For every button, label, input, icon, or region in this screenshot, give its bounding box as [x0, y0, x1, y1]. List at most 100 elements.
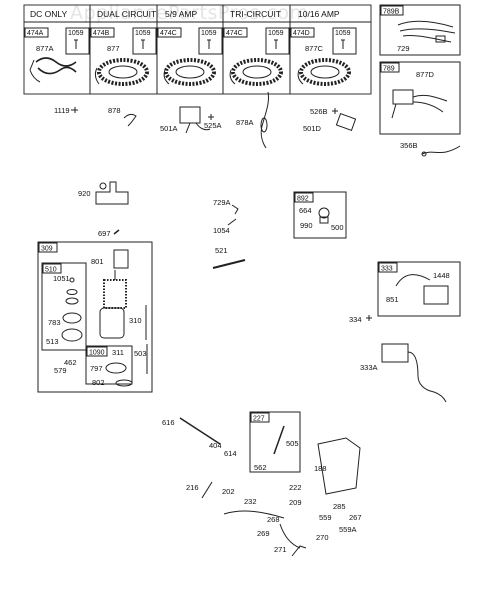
box-789-tab	[380, 62, 400, 73]
box-474C-b	[223, 27, 248, 38]
clip-icon-1051	[69, 277, 75, 283]
coil-icon-333	[423, 285, 449, 305]
solenoid-icon-920	[95, 181, 129, 205]
spring-icon-271	[291, 545, 307, 557]
box-789B	[379, 4, 461, 56]
box-227-tab	[250, 412, 270, 423]
link-icon-269	[279, 523, 301, 549]
terminal-icon-356B	[421, 151, 427, 157]
label-500: 500	[331, 223, 344, 232]
box-474A	[24, 27, 49, 38]
label-209: 209	[289, 498, 302, 507]
label-1090: 1090	[89, 350, 105, 357]
bracket-icon-188	[317, 437, 361, 495]
label-474C-b: 474C	[226, 30, 243, 37]
title-tri-circuit: TRI-CIRCUIT	[230, 9, 281, 19]
box-789-group: 789 877D	[379, 61, 461, 135]
box-789B-tab	[380, 5, 404, 16]
label-310: 310	[129, 316, 142, 325]
box-789	[379, 61, 461, 135]
label-188: 188	[314, 464, 327, 473]
wire-icon-356B	[421, 145, 461, 155]
lever-icon-227	[273, 425, 285, 455]
lead-wire-icon-a	[29, 59, 41, 83]
tie-icon-1054	[227, 218, 237, 226]
label-474B: 474B	[93, 30, 110, 37]
box-1090	[85, 345, 133, 385]
clip-icon-729A	[231, 204, 239, 215]
label-311: 311	[112, 348, 124, 357]
label-333A: 333A	[360, 363, 378, 372]
box-474C-a	[157, 27, 182, 38]
label-990: 990	[300, 221, 313, 230]
connector-icon-789B	[435, 35, 446, 43]
box-892-tab	[294, 192, 314, 203]
stator-ring-icon-b	[97, 58, 149, 86]
rod-icon-616	[179, 417, 221, 445]
label-216: 216	[186, 483, 199, 492]
label-309: 309	[41, 246, 53, 253]
fuse-body-icon-878A	[260, 117, 268, 133]
box-474B	[90, 27, 115, 38]
lead-wire-icon-d	[229, 69, 236, 85]
label-334: 334	[349, 315, 362, 324]
screw-icon-334	[366, 315, 372, 321]
drive-icon-513	[61, 328, 83, 342]
module-icon-501A	[179, 106, 201, 124]
box-333-tab	[378, 262, 398, 273]
label-579: 579	[54, 366, 67, 375]
wire-icon-789	[391, 94, 448, 119]
label-664: 664	[299, 206, 312, 215]
lead-wire-icon-b	[94, 67, 100, 85]
label-878: 878	[108, 106, 121, 115]
spring-icon-510a	[66, 289, 78, 295]
label-559A: 559A	[339, 525, 357, 534]
stator-core-icon-d	[242, 65, 272, 79]
label-877D: 877D	[416, 70, 435, 79]
lead-wire-icon-c	[163, 69, 170, 85]
label-271: 271	[274, 545, 287, 554]
box-227	[249, 411, 301, 473]
screw-icon-525A	[208, 114, 214, 120]
rod-icon-521	[212, 259, 246, 269]
alternator-group: DC ONLY DUAL CIRCUIT 5/9 AMP TRI-CIRCUIT…	[23, 4, 372, 95]
coil-icon-333A	[381, 343, 409, 363]
label-474D: 474D	[293, 30, 310, 37]
stator-ring-icon-d	[231, 58, 283, 86]
washer-icon-802	[115, 379, 133, 387]
label-1448: 1448	[433, 271, 450, 280]
alternator-group-frame	[23, 4, 372, 95]
box-309	[37, 241, 153, 393]
screw-icon-c	[207, 39, 211, 49]
fuse-holder-icon-878A	[260, 91, 269, 149]
screw-icon-a	[74, 39, 78, 49]
label-877C: 877C	[305, 44, 324, 53]
label-227: 227	[253, 416, 265, 423]
label-801: 801	[91, 257, 104, 266]
bolt-icon-1119	[71, 107, 78, 113]
stator-core-icon-e	[310, 65, 340, 79]
label-404: 404	[209, 441, 222, 450]
label-270: 270	[316, 533, 329, 542]
box-1059-b	[132, 27, 157, 55]
screw-icon-b	[141, 39, 145, 49]
label-1054: 1054	[213, 226, 230, 235]
box-1059-e	[332, 27, 357, 55]
label-501D: 501D	[303, 124, 322, 133]
label-202: 202	[222, 487, 235, 496]
label-513: 513	[46, 337, 59, 346]
title-dual-circuit: DUAL CIRCUIT	[97, 9, 156, 19]
title-dc-only: DC ONLY	[30, 9, 67, 19]
label-789: 789	[383, 66, 395, 73]
stator-small-icon	[35, 57, 77, 75]
label-232: 232	[244, 497, 257, 506]
label-474C-a: 474C	[160, 30, 177, 37]
label-877: 877	[107, 44, 120, 53]
box-474D	[290, 27, 315, 38]
label-789B: 789B	[383, 9, 400, 16]
label-802: 802	[92, 378, 105, 387]
label-525A: 525A	[204, 121, 222, 130]
switch-body-icon-892	[319, 216, 329, 224]
